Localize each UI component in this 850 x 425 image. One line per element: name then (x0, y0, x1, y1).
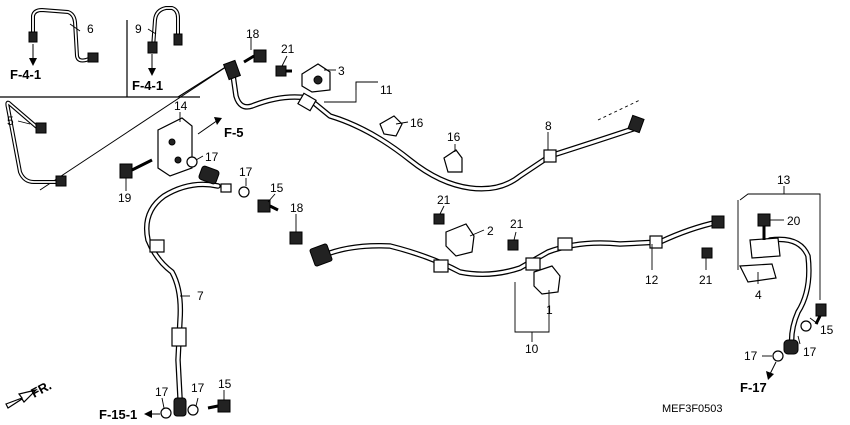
clip-16 (379, 115, 463, 173)
callout-2: 2 (487, 224, 494, 238)
bracket-14 (157, 117, 193, 177)
callout-1: 1 (546, 303, 553, 317)
bolt-19 (119, 158, 153, 179)
callout-18-a: 18 (246, 27, 260, 41)
callout-17-d: 17 (744, 349, 758, 363)
callout-6: 6 (87, 22, 94, 36)
callout-11: 11 (380, 83, 393, 97)
callout-17-b: 17 (239, 165, 253, 179)
callout-17-f: 17 (191, 381, 205, 395)
callout-7: 7 (197, 289, 204, 303)
brake-hose-12 (309, 215, 725, 277)
callout-17-a: 17 (205, 150, 219, 164)
bolt-15 (207, 199, 827, 413)
callout-5: 5 (7, 114, 14, 128)
bolt-21-top (275, 65, 292, 77)
ref-f41-left: F-4-1 (10, 67, 41, 82)
brake-hose-7 (144, 165, 232, 417)
washer-17 (160, 156, 812, 419)
leader-lines (17, 23, 821, 409)
callout-18-b: 18 (290, 201, 304, 215)
callout-15-c: 15 (218, 377, 232, 391)
callout-21-c: 21 (510, 217, 524, 231)
callout-14: 14 (174, 99, 188, 113)
clamp-3 (301, 63, 331, 93)
brake-hose-8 (222, 59, 645, 192)
ref-f151: F-15-1 (99, 407, 137, 422)
reference-arrows (29, 44, 777, 418)
inset-frame (0, 20, 233, 191)
brake-pipe-6 (28, 8, 99, 63)
callout-13: 13 (777, 173, 791, 187)
callout-labels: 6 9 5 14 17 19 18 21 3 11 16 16 8 17 15 … (7, 22, 834, 399)
brake-hose-13 (767, 236, 812, 355)
callout-17-c: 17 (803, 345, 817, 359)
reference-labels: F-4-1 F-4-1 F-5 F-17 F-15-1 (10, 67, 767, 422)
callout-16-a: 16 (410, 116, 424, 130)
brake-pipe-5 (5, 100, 67, 187)
bracket-4 (739, 237, 781, 283)
callout-20: 20 (787, 214, 801, 228)
callout-21-b: 21 (437, 193, 451, 207)
clamp-1 (533, 265, 561, 295)
callout-3: 3 (338, 64, 345, 78)
callout-15-a: 15 (270, 181, 284, 195)
bolt-20 (757, 213, 771, 240)
callout-16-b: 16 (447, 130, 461, 144)
front-direction-label: FR. (28, 378, 54, 401)
callout-17-e: 17 (155, 385, 169, 399)
diagram-code: MEF3F0503 (662, 403, 723, 415)
callout-15-b: 15 (820, 323, 834, 337)
callout-19: 19 (118, 191, 132, 205)
callout-8: 8 (545, 119, 552, 133)
callout-21-d: 21 (699, 273, 713, 287)
bolt-18-mid (289, 231, 303, 245)
callout-9: 9 (135, 22, 142, 36)
clamp-2 (445, 223, 475, 257)
bolt-21-mid (433, 213, 713, 259)
callout-12: 12 (645, 273, 659, 287)
callout-21-a: 21 (281, 42, 295, 56)
front-direction-icon: FR. (5, 378, 54, 409)
brake-pipe-9 (147, 6, 183, 54)
ref-f41-right: F-4-1 (132, 78, 163, 93)
callout-10: 10 (525, 342, 539, 356)
bolt-18-top (243, 49, 267, 64)
ref-f5: F-5 (224, 125, 244, 140)
callout-4: 4 (755, 288, 762, 302)
ref-f17: F-17 (740, 380, 767, 395)
